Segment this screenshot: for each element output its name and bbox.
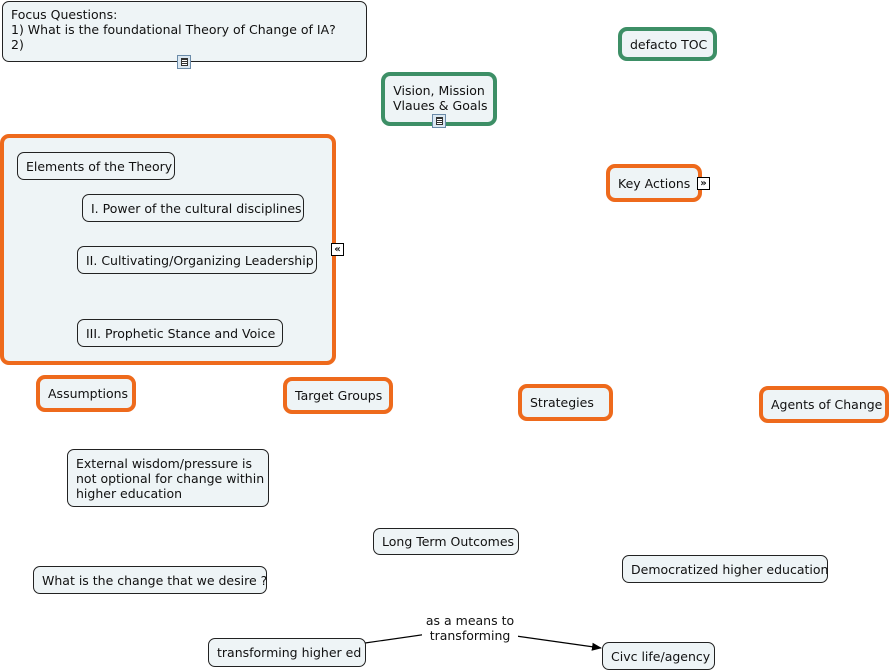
element-item-label: II. Cultivating/Organizing Leadership xyxy=(86,252,314,268)
long-term-outcomes-node[interactable]: Long Term Outcomes xyxy=(373,528,519,555)
strategies-node[interactable]: Strategies xyxy=(518,384,613,421)
civic-life-node[interactable]: Civc life/agency xyxy=(602,642,715,670)
vision-mission-line2: Vlaues & Goals xyxy=(393,98,488,113)
collapse-left-icon[interactable]: « xyxy=(331,243,344,256)
democratized-label: Democratized higher education xyxy=(631,561,829,577)
assumptions-node[interactable]: Assumptions xyxy=(36,375,136,412)
elements-title-node[interactable]: Elements of the Theory xyxy=(17,152,175,180)
transforming-higher-ed-node[interactable]: transforming higher ed xyxy=(208,638,366,667)
strategies-label: Strategies xyxy=(530,395,594,410)
agents-of-change-label: Agents of Change xyxy=(771,397,883,412)
link-line-to-civic xyxy=(515,635,602,651)
element-item-node[interactable]: III. Prophetic Stance and Voice xyxy=(77,319,283,347)
democratized-node[interactable]: Democratized higher education xyxy=(622,555,828,583)
link-label-line1: as a means to xyxy=(425,613,515,628)
agents-of-change-node[interactable]: Agents of Change xyxy=(759,386,889,423)
defacto-toc-label: defacto TOC xyxy=(630,36,708,52)
external-wisdom-line1: External wisdom/pressure is xyxy=(76,456,252,471)
link-line-to-label xyxy=(364,633,429,644)
assumptions-label: Assumptions xyxy=(48,386,129,401)
vision-mission-line1: Vision, Mission xyxy=(393,83,485,98)
focus-questions-node[interactable]: Focus Questions: 1) What is the foundati… xyxy=(2,1,367,62)
element-item-node[interactable]: I. Power of the cultural disciplines xyxy=(82,194,304,222)
change-desire-label: What is the change that we desire ? xyxy=(42,572,268,588)
document-icon[interactable] xyxy=(432,114,446,128)
focus-question-2: 2) xyxy=(11,37,24,52)
key-actions-label: Key Actions xyxy=(618,175,691,191)
focus-question-1: 1) What is the foundational Theory of Ch… xyxy=(11,22,336,37)
change-desire-node[interactable]: What is the change that we desire ? xyxy=(33,566,267,594)
long-term-outcomes-label: Long Term Outcomes xyxy=(382,534,515,549)
target-groups-label: Target Groups xyxy=(295,388,383,403)
element-item-node[interactable]: II. Cultivating/Organizing Leadership xyxy=(77,246,317,274)
element-item-label: I. Power of the cultural disciplines xyxy=(91,200,302,216)
element-item-label: III. Prophetic Stance and Voice xyxy=(86,325,276,341)
expand-right-icon[interactable]: » xyxy=(697,177,710,190)
external-wisdom-node[interactable]: External wisdom/pressure is not optional… xyxy=(67,449,269,507)
external-wisdom-line2: not optional for change within xyxy=(76,471,265,486)
link-label[interactable]: as a means to transforming xyxy=(422,613,518,643)
key-actions-node[interactable]: Key Actions xyxy=(606,164,702,202)
transforming-higher-ed-label: transforming higher ed xyxy=(217,645,362,660)
elements-title-label: Elements of the Theory xyxy=(26,158,173,174)
target-groups-node[interactable]: Target Groups xyxy=(283,377,393,414)
external-wisdom-line3: higher education xyxy=(76,486,183,501)
link-label-line2: transforming xyxy=(429,628,511,643)
focus-questions-title: Focus Questions: xyxy=(11,7,118,22)
document-icon[interactable] xyxy=(177,55,191,69)
civic-life-label: Civc life/agency xyxy=(611,648,711,664)
defacto-toc-node[interactable]: defacto TOC xyxy=(618,27,717,61)
